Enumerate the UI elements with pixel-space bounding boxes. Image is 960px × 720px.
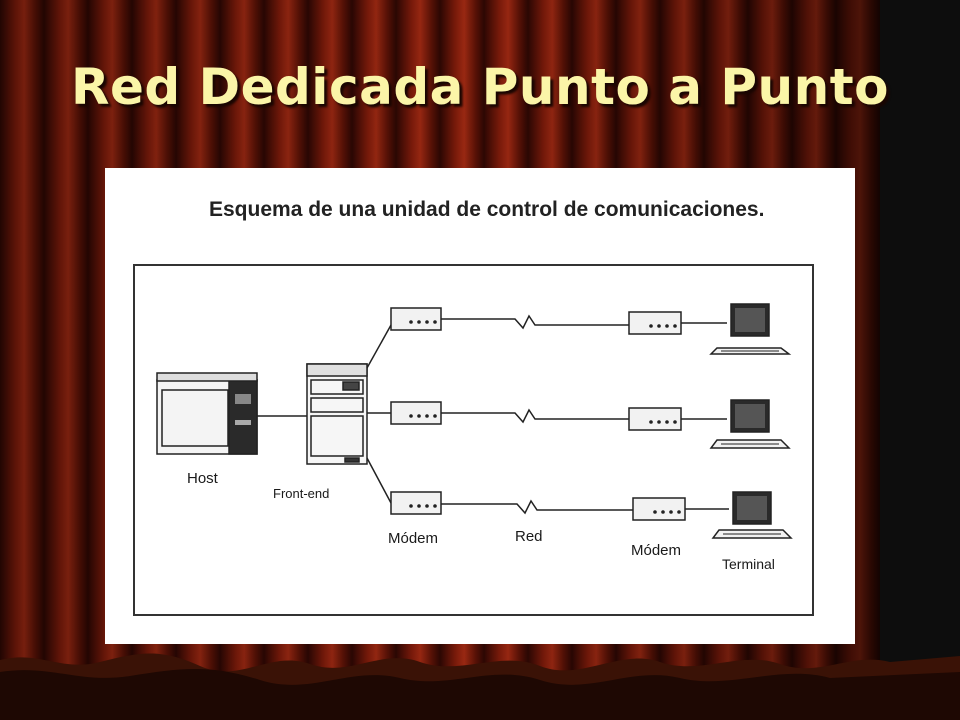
- front-end-unit-icon: [306, 363, 368, 465]
- host-computer-icon: [156, 372, 258, 455]
- slide-title: Red Dedicada Punto a Punto: [70, 58, 889, 116]
- label-front-end: Front-end: [273, 486, 330, 501]
- network-diagram: [133, 264, 814, 616]
- front-end-link-bottom: [366, 457, 392, 504]
- label-modem-right: Módem: [631, 542, 682, 559]
- diagram-figure: Esquema de una unidad de control de comu…: [105, 168, 855, 644]
- label-network: Red: [515, 528, 543, 545]
- modem-icon: [628, 407, 682, 431]
- lightning-link-icon: [441, 314, 629, 330]
- modem-icon: [628, 311, 682, 335]
- modem-icon: [390, 491, 442, 515]
- terminal-icon: [709, 399, 791, 449]
- lightning-link-icon: [441, 408, 629, 424]
- lightning-link-icon: [441, 499, 633, 515]
- diagram-frame: [133, 264, 814, 616]
- terminal-icon: [709, 303, 792, 355]
- label-host: Host: [187, 470, 218, 487]
- front-end-link-top: [366, 324, 392, 369]
- label-modem-left: Módem: [388, 530, 439, 547]
- label-terminal: Terminal: [722, 556, 775, 572]
- terminal-icon: [711, 491, 793, 539]
- modem-icon: [390, 401, 442, 425]
- modem-icon: [632, 497, 686, 521]
- modem-icon: [390, 307, 442, 331]
- diagram-caption: Esquema de una unidad de control de comu…: [209, 198, 765, 221]
